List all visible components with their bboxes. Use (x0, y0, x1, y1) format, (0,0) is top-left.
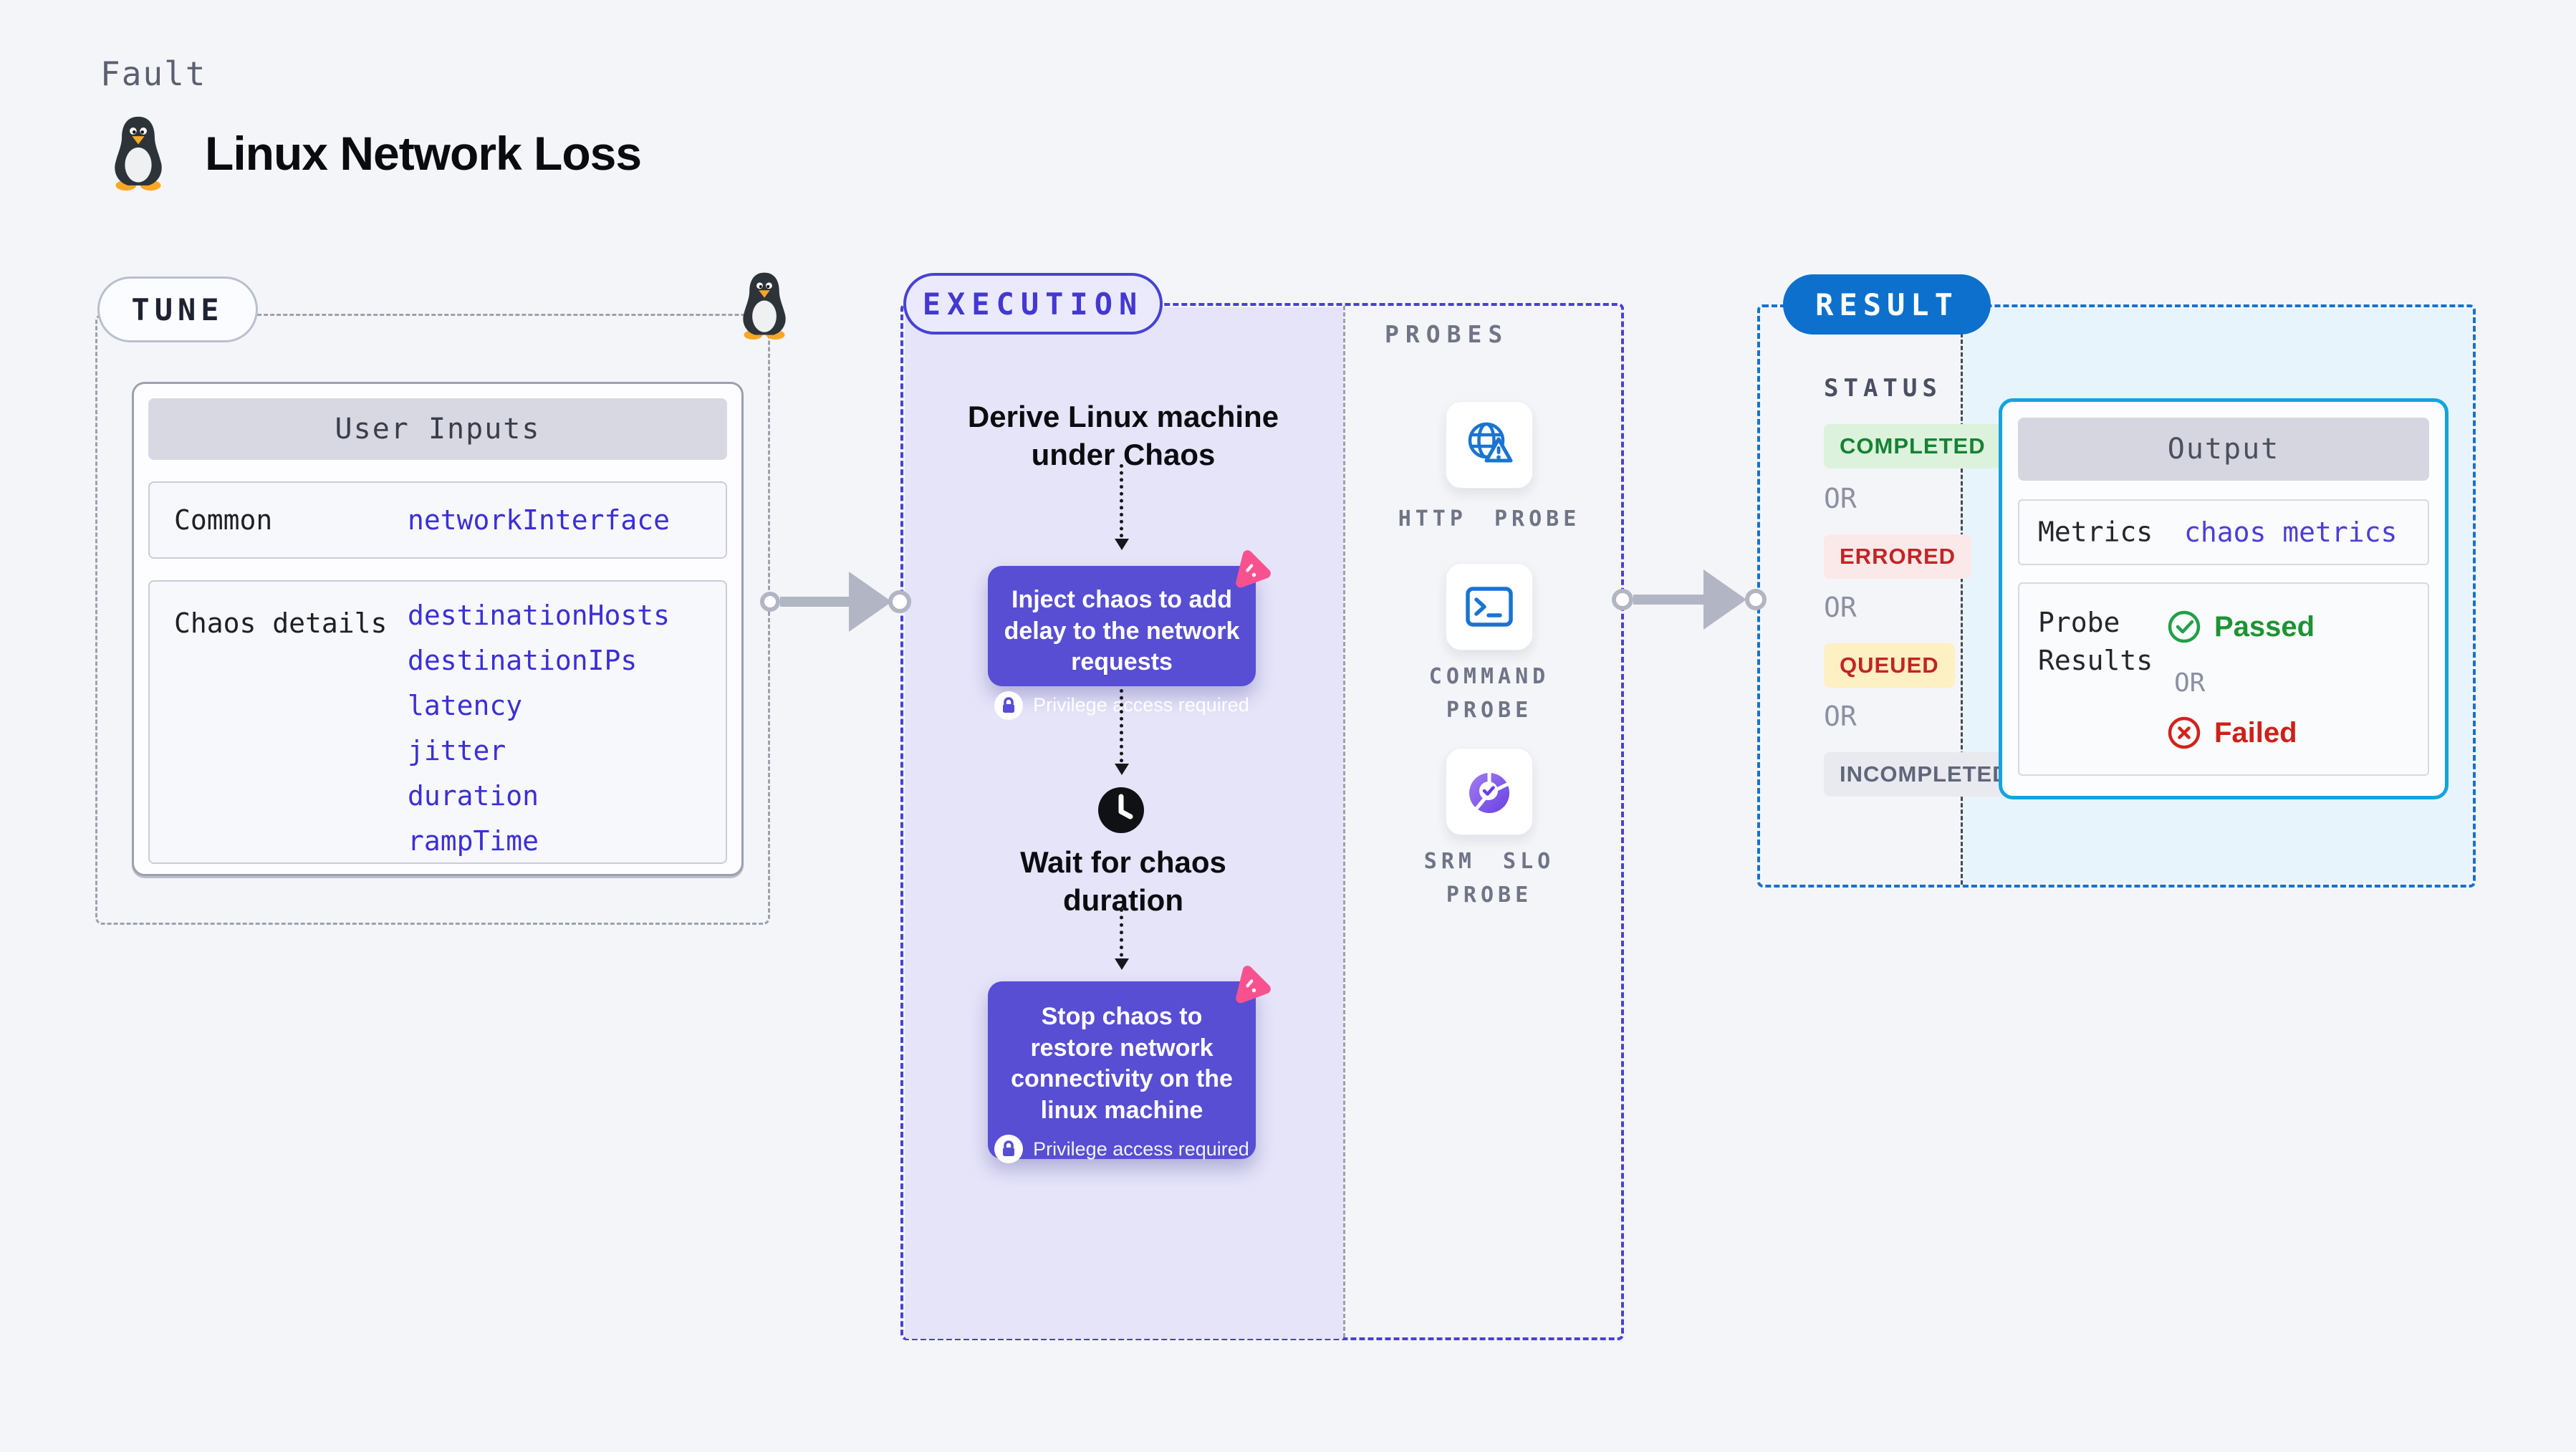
connector-node (1745, 589, 1767, 610)
http-probe-label: HTTP PROBE (1398, 506, 1581, 532)
linux-tux-icon (115, 116, 162, 191)
result-pill: RESULT (1783, 274, 1991, 335)
terminal-icon (1466, 587, 1513, 627)
input-value: duration (408, 780, 539, 812)
inject-chaos-text: Inject chaos to add delay to the network… (1004, 586, 1240, 676)
probe-results-label: Probe Results (2038, 607, 2153, 677)
privilege-text: Privilege access required (1033, 1138, 1249, 1160)
stop-chaos-text: Stop chaos to restore network connectivi… (1011, 1003, 1233, 1124)
command-probe-card (1446, 563, 1533, 650)
globe-alert-icon (1468, 422, 1513, 463)
flow-arrow-down (1115, 908, 1129, 970)
lock-icon (994, 691, 1024, 720)
fault-kicker: Fault (100, 54, 207, 93)
input-value: rampTime (408, 825, 539, 857)
execution-pill: EXECUTION (903, 273, 1163, 335)
lock-icon (994, 1135, 1024, 1164)
input-row-chaos-details: Chaos details destinationHosts destinati… (148, 580, 727, 864)
connector-node (1612, 589, 1633, 610)
output-card: Output Metrics chaos metrics Probe Resul… (1999, 398, 2448, 799)
command-probe-label: COMMAND PROBE (1428, 664, 1550, 723)
status-output-divider (1961, 307, 1963, 885)
probes-label: PROBES (1385, 320, 1509, 348)
linux-tux-small-icon (743, 272, 786, 340)
metrics-row: Metrics chaos metrics (2018, 499, 2429, 565)
tune-pill: TUNE (97, 277, 258, 342)
output-title: Output (2018, 418, 2429, 481)
arrow-shaft (1633, 595, 1705, 605)
inject-chaos-card: Inject chaos to add delay to the network… (988, 550, 1271, 720)
status-or: OR (1824, 483, 1857, 514)
page-title: Linux Network Loss (205, 127, 642, 180)
input-row-common: Common networkInterface (148, 481, 727, 559)
arrow-head (1703, 569, 1746, 630)
privilege-row: Privilege access required (988, 1135, 1256, 1164)
chaos-logo-icon (1236, 966, 1271, 1004)
metrics-label: Metrics (2038, 516, 2153, 548)
input-value: networkInterface (408, 504, 671, 536)
input-row-label: Common (174, 504, 273, 536)
slo-pie-icon (1469, 769, 1511, 813)
verdict-or: OR (2174, 668, 2206, 698)
arrow-shaft (780, 597, 850, 607)
derive-step-text: Derive Linux machine under Chaos (967, 400, 1279, 471)
execution-probes-divider (1343, 306, 1345, 1337)
connector-node (760, 592, 780, 612)
chaos-logo-icon (1236, 550, 1271, 588)
status-badge-errored: ERRORED (1824, 534, 1972, 579)
input-row-label: Chaos details (174, 607, 388, 639)
flow-arrow-down (1115, 689, 1129, 775)
wait-step-text: Wait for chaos duration (1020, 845, 1226, 917)
check-circle-icon (2168, 610, 2201, 643)
user-inputs-card: User Inputs Common networkInterface Chao… (132, 382, 744, 876)
privilege-text: Privilege access required (1033, 694, 1249, 716)
input-value: latency (408, 690, 523, 721)
arrow-head (849, 572, 892, 632)
probe-results-row: Probe Results Passed OR Failed (2018, 582, 2429, 776)
input-value: jitter (408, 735, 506, 766)
user-inputs-title: User Inputs (148, 398, 727, 460)
status-badge-completed: COMPLETED (1824, 424, 2001, 468)
flow-arrow-down (1115, 464, 1129, 550)
metrics-value: chaos metrics (2184, 516, 2398, 548)
status-badge-queued: QUEUED (1824, 643, 1955, 688)
input-value: destinationIPs (408, 645, 638, 676)
input-value-list: destinationHosts destinationIPs latency … (408, 593, 670, 864)
failed-text: Failed (2214, 716, 2297, 749)
passed-text: Passed (2214, 610, 2315, 643)
failed-verdict: Failed (2167, 716, 2297, 750)
input-value: destinationHosts (408, 600, 671, 631)
status-or: OR (1824, 592, 1857, 623)
srm-slo-probe-card (1446, 748, 1533, 835)
privilege-row: Privilege access required (988, 691, 1256, 720)
status-label: STATUS (1824, 374, 1942, 403)
srm-slo-probe-label: SRM SLO PROBE (1423, 849, 1555, 908)
status-or: OR (1824, 701, 1857, 732)
tune-section (95, 314, 770, 925)
connector-node (888, 590, 911, 613)
passed-verdict: Passed (2167, 610, 2315, 644)
status-badge-incompleted: INCOMPLETED (1824, 752, 2025, 797)
stop-chaos-card: Stop chaos to restore network connectivi… (988, 966, 1271, 1164)
x-circle-icon (2168, 716, 2201, 749)
http-probe-card (1446, 401, 1533, 489)
clock-icon (1098, 787, 1144, 833)
